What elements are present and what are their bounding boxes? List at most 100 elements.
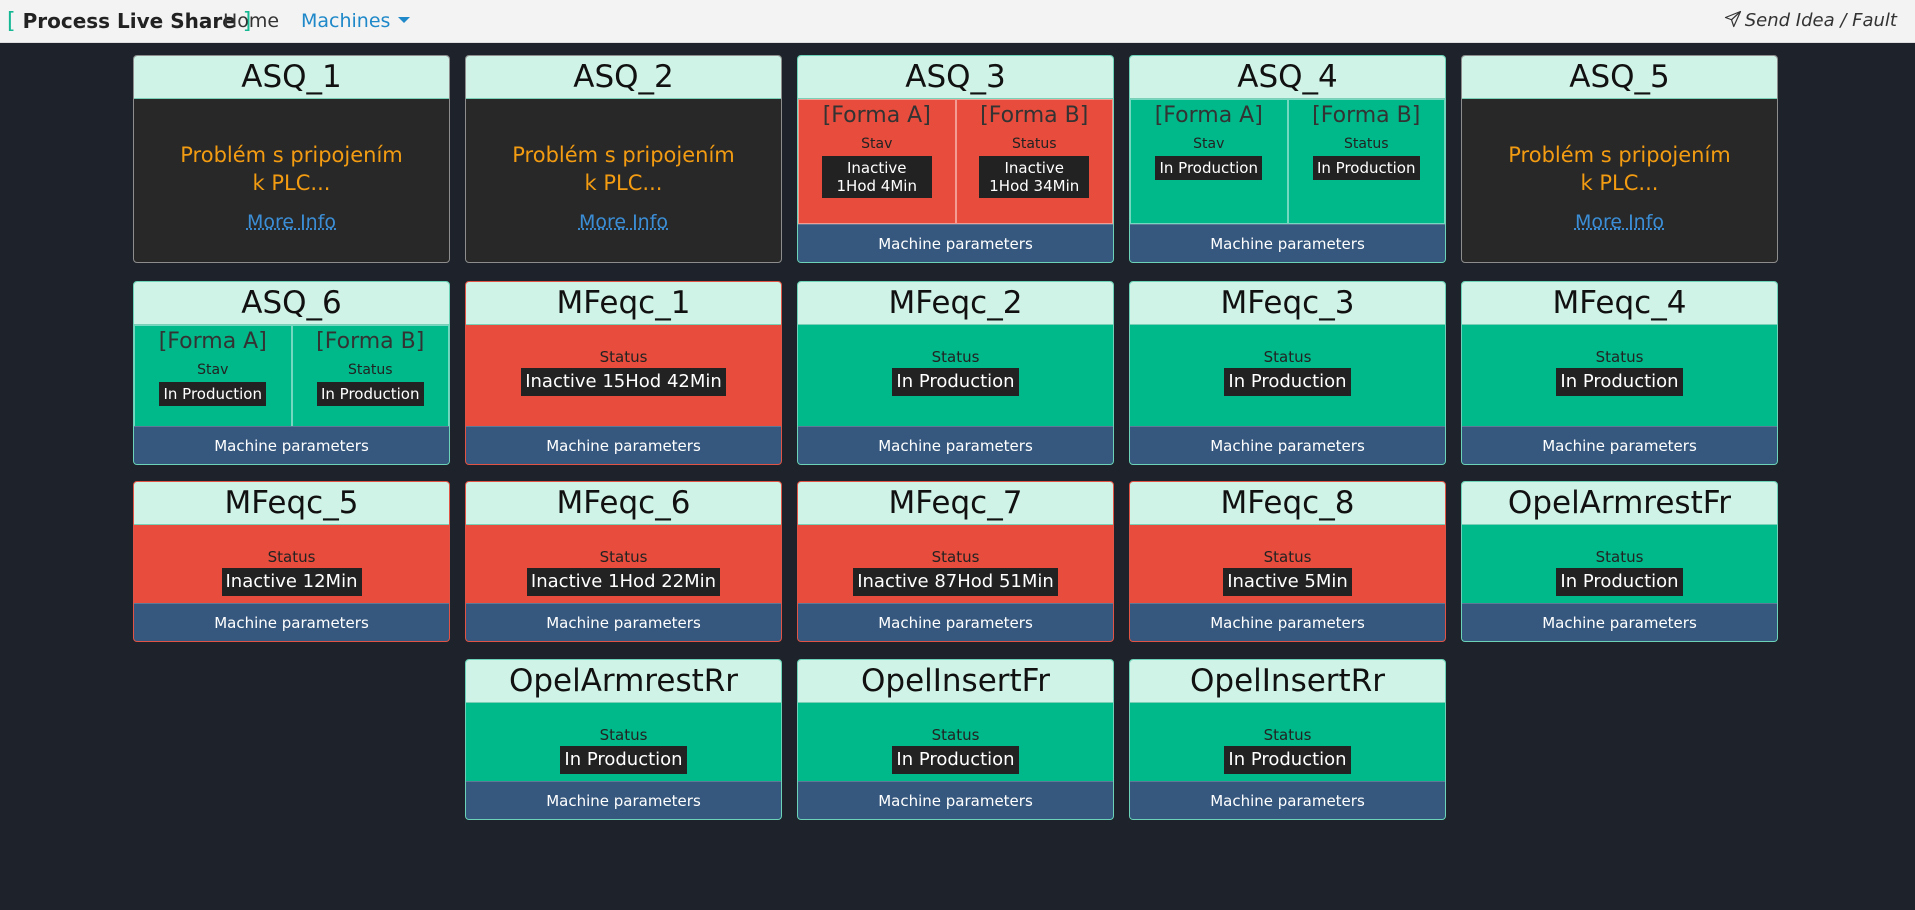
machine-title: MFeqc_7 xyxy=(798,482,1113,525)
plc-error-line: Problém s pripojením xyxy=(180,143,403,167)
form-status-value: In Production xyxy=(316,382,424,406)
machine-parameters-button[interactable]: Machine parameters xyxy=(798,781,1113,819)
machine-title: ASQ_6 xyxy=(134,282,449,325)
status-label: Status xyxy=(931,548,980,566)
more-info-link[interactable]: More Info xyxy=(578,211,669,233)
send-idea-link[interactable]: Send Idea / Fault xyxy=(1724,9,1897,33)
form-status-label: Stav xyxy=(1193,136,1225,152)
plc-error-line: Problém s pripojením xyxy=(512,143,735,167)
machine-parameters-button[interactable]: Machine parameters xyxy=(1462,603,1777,641)
navbar: [ Process Live Share ] Home Machines Sen… xyxy=(0,0,1915,43)
machine-parameters-button[interactable]: Machine parameters xyxy=(1130,426,1445,464)
machine-parameters-button[interactable]: Machine parameters xyxy=(134,426,449,464)
machine-parameters-button[interactable]: Machine parameters xyxy=(1130,603,1445,641)
machine-title: MFeqc_8 xyxy=(1130,482,1445,525)
form-status-label: Status xyxy=(1343,136,1389,152)
brand-logo[interactable]: [ Process Live Share ] xyxy=(7,9,252,34)
status-body: Status In Production xyxy=(1130,726,1445,774)
more-info-link[interactable]: More Info xyxy=(1574,211,1665,233)
plc-error-line: k PLC... xyxy=(1580,171,1659,195)
plc-error-message: Problém s pripojením k PLC... xyxy=(134,141,449,197)
status-label: Status xyxy=(1263,548,1312,566)
plc-error-line: k PLC... xyxy=(252,171,331,195)
machine-parameters-button[interactable]: Machine parameters xyxy=(134,603,449,641)
form-status-value: In Production xyxy=(159,382,266,406)
machine-parameters-button[interactable]: Machine parameters xyxy=(1130,781,1445,819)
form-title: [Forma A] xyxy=(1154,103,1263,128)
machine-parameters-button[interactable]: Machine parameters xyxy=(798,426,1113,464)
machine-parameters-button[interactable]: Machine parameters xyxy=(1462,426,1777,464)
brand-text: Process Live Share xyxy=(22,9,236,33)
status-body: Status In Production xyxy=(466,726,781,774)
status-value: Inactive 87Hod 51Min xyxy=(853,568,1058,596)
nav-machines-dropdown[interactable]: Machines xyxy=(301,9,411,33)
error-body: Problém s pripojením k PLC... More Info xyxy=(134,141,449,233)
machine-parameters-button[interactable]: Machine parameters xyxy=(1130,224,1445,262)
form-title: [Forma A] xyxy=(158,329,267,354)
form-status-label: Stav xyxy=(197,362,229,378)
form-status-label: Status xyxy=(347,362,393,378)
machine-title: MFeqc_3 xyxy=(1130,282,1445,325)
more-info-link[interactable]: More Info xyxy=(246,211,337,233)
machine-title: ASQ_5 xyxy=(1462,56,1777,99)
bracket-right: ] xyxy=(235,9,252,34)
status-label: Status xyxy=(1263,726,1312,744)
form-status-label: Status xyxy=(1011,136,1057,152)
machine-title: OpelArmrestFr xyxy=(1462,482,1777,525)
caret-down-icon xyxy=(398,16,411,23)
form-title: [Forma A] xyxy=(822,103,931,128)
machine-parameters-button[interactable]: Machine parameters xyxy=(466,603,781,641)
machine-title: ASQ_3 xyxy=(798,56,1113,99)
machine-parameters-button[interactable]: Machine parameters xyxy=(466,426,781,464)
status-value: In Production xyxy=(1224,746,1351,774)
nav-machines-label: Machines xyxy=(301,10,391,32)
bracket-left: [ xyxy=(7,9,23,34)
error-body: Problém s pripojením k PLC... More Info xyxy=(1462,141,1777,233)
nav-home-link[interactable]: Home xyxy=(223,10,280,32)
status-value: In Production xyxy=(560,746,687,774)
status-label: Status xyxy=(599,548,648,566)
status-value: In Production xyxy=(1556,368,1683,396)
machine-parameters-button[interactable]: Machine parameters xyxy=(798,224,1113,262)
form-status-value: Inactive 1Hod 34Min xyxy=(979,156,1090,198)
machine-title: MFeqc_6 xyxy=(466,482,781,525)
machine-parameters-button[interactable]: Machine parameters xyxy=(798,603,1113,641)
machine-title: MFeqc_2 xyxy=(798,282,1113,325)
form-title: [Forma B] xyxy=(1312,103,1421,128)
status-label: Status xyxy=(599,726,648,744)
form-status-label: Stav xyxy=(861,136,893,152)
status-value: Inactive 5Min xyxy=(1223,568,1352,596)
plc-error-line: Problém s pripojením xyxy=(1508,143,1731,167)
status-label: Status xyxy=(931,726,980,744)
machine-parameters-button[interactable]: Machine parameters xyxy=(466,781,781,819)
machine-title: OpelInsertFr xyxy=(798,660,1113,703)
machine-title: MFeqc_1 xyxy=(466,282,781,325)
machine-title: OpelArmrestRr xyxy=(466,660,781,703)
status-value: Inactive 1Hod 22Min xyxy=(526,568,721,596)
status-value: In Production xyxy=(892,368,1019,396)
status-label: Status xyxy=(267,548,316,566)
